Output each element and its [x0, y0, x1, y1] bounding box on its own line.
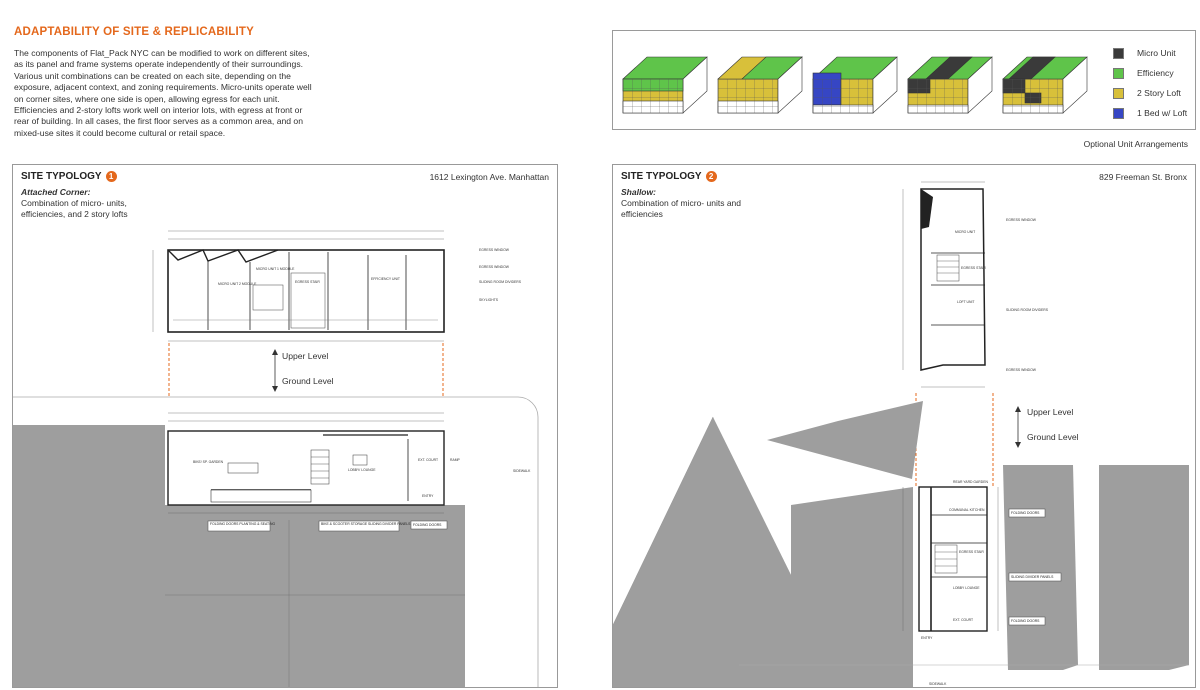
label-egress-stair-ground: EGRESS STAIR — [959, 550, 984, 554]
legend-swatch — [1113, 47, 1124, 59]
label-egress-window-2: EGRESS WINDOW — [479, 265, 510, 269]
site-1-ground-level: Ground Level — [282, 376, 334, 386]
arrangement-5 — [1002, 56, 1088, 114]
label-folding-doors-a: FOLDING DOORS — [1011, 511, 1040, 515]
legend-item-micro: Micro Unit — [1113, 43, 1187, 63]
label-micro-unit-1: MICRO UNIT 1 MODULE — [256, 267, 295, 271]
legend-item-loft: 2 Story Loft — [1113, 83, 1187, 103]
label-folding-doors-planting: FOLDING DOORS PLANTING & SEATING — [210, 522, 275, 526]
label-egress-window: EGRESS WINDOW — [479, 248, 510, 252]
site-typology-2-panel: MICRO UNIT EGRESS STAIR LOFT UNIT EGRESS… — [612, 164, 1196, 688]
site-1-address: 1612 Lexington Ave. Manhattan — [429, 172, 549, 182]
legend-swatch — [1113, 67, 1124, 79]
arrangement-2 — [717, 56, 803, 114]
label-lobby-lounge-2: LOBBY LOUNGE — [953, 586, 980, 590]
label-sidewalk: SIDEWALK — [513, 469, 531, 473]
site-2-description: Combination of micro- units and efficien… — [621, 198, 742, 219]
site-1-upper-level: Upper Level — [282, 351, 329, 361]
legend-item-1bed: 1 Bed w/ Loft — [1113, 103, 1187, 123]
arrangement-isometrics — [622, 56, 1088, 114]
label-sliding-upper: SLIDING ROOM DIVIDERS — [1006, 308, 1049, 312]
label-folding-doors: FOLDING DOORS — [413, 523, 442, 527]
label-ext-court: EXT. COURT — [418, 458, 438, 462]
intro-paragraph: The components of Flat_Pack NYC can be m… — [14, 48, 312, 138]
label-entry: ENTRY — [422, 494, 434, 498]
ground-level-plan: BIKE/ SP. GARDEN LOBBY/ LOUNGE EXT. COUR… — [167, 412, 531, 532]
upper-level-plan: MICRO UNIT 2 MODULE MICRO UNIT 1 MODULE … — [152, 230, 522, 342]
label-folding-doors-c: FOLDING DOORS — [1011, 619, 1040, 623]
label-micro-unit: MICRO UNIT — [955, 230, 975, 234]
ground-level-plan: REAR YARD GARDEN COMMUNAL KITCHEN EGRESS… — [902, 480, 1062, 686]
legend-item-efficiency: Efficiency — [1113, 63, 1187, 83]
label-rear-yard: REAR YARD GARDEN — [953, 480, 988, 484]
legend-swatch — [1113, 107, 1124, 119]
arrangement-4 — [907, 56, 993, 114]
upper-level-plan: MICRO UNIT EGRESS STAIR LOFT UNIT EGRESS… — [902, 181, 1049, 388]
label-egress-window-upper: EGRESS WINDOW — [1006, 218, 1037, 222]
label-loft-unit: LOFT UNIT — [957, 300, 974, 304]
label-ramp: RAMP — [450, 458, 461, 462]
legend-swatch — [1113, 87, 1124, 99]
label-egress-stair-upper: EGRESS STAIR — [961, 266, 986, 270]
page-title: ADAPTABILITY OF SITE & REPLICABILITY — [14, 26, 254, 38]
site-2-number-badge: 2 — [705, 171, 717, 182]
unit-legend: Micro Unit Efficiency 2 Story Loft 1 Bed… — [1113, 43, 1187, 123]
label-egress-window-lower: EGRESS WINDOW — [1006, 368, 1037, 372]
site-2-upper-level: Upper Level — [1027, 407, 1074, 417]
label-entry-2: ENTRY — [921, 636, 933, 640]
label-egress-stair: EGRESS STAIR — [295, 280, 320, 284]
site-2-address: 829 Freeman St. Bronx — [1099, 172, 1187, 182]
arrangement-3 — [812, 56, 898, 114]
site-2-plans: MICRO UNIT EGRESS STAIR LOFT UNIT EGRESS… — [613, 181, 1189, 687]
label-bike-storage: BIKE & SCOOTER STORAGE SLIDING DIVIDER P… — [321, 522, 411, 526]
label-sliding-panels-b: SLIDING DIVIDER PANELS — [1011, 575, 1054, 579]
label-sidewalk-2: SIDEWALK — [929, 682, 947, 686]
site-1-type: Attached Corner: — [21, 187, 91, 197]
site-1-description: Combination of micro- units, efficiencie… — [21, 198, 128, 219]
label-bike-garden: BIKE/ SP. GARDEN — [193, 460, 224, 464]
site-typology-1-panel: MICRO UNIT 2 MODULE MICRO UNIT 1 MODULE … — [12, 164, 558, 688]
label-communal-kitchen: COMMUNAL KITCHEN — [949, 508, 985, 512]
label-lobby-lounge: LOBBY/ LOUNGE — [348, 468, 376, 472]
arrangements-panel: Micro Unit Efficiency 2 Story Loft 1 Bed… — [612, 30, 1196, 130]
arrangement-1 — [622, 56, 708, 114]
site-2-ground-level: Ground Level — [1027, 432, 1079, 442]
site-2-type: Shallow: — [621, 187, 656, 197]
label-micro-unit-2: MICRO UNIT 2 MODULE — [218, 282, 257, 286]
site-1-plans: MICRO UNIT 2 MODULE MICRO UNIT 1 MODULE … — [13, 230, 539, 687]
label-ext-court-2: EXT. COURT — [953, 618, 973, 622]
label-skylights: SKYLIGHTS — [479, 298, 499, 302]
arrangements-caption: Optional Unit Arrangements — [1083, 139, 1188, 149]
label-efficiency-unit: EFFICIENCY UNIT — [371, 277, 400, 281]
site-1-number-badge: 1 — [105, 171, 117, 182]
label-sliding-dividers: SLIDING ROOM DIVIDERS — [479, 280, 522, 284]
